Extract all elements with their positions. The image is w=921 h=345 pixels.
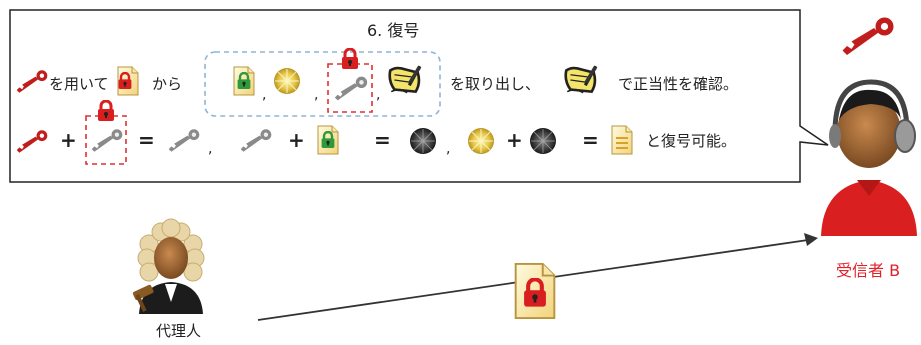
comma: ,: [376, 87, 381, 103]
text-extract: を取り出し、: [450, 75, 541, 93]
box-title: 6. 復号: [367, 21, 420, 40]
comma: ,: [208, 141, 213, 157]
red-lock-icon: [521, 278, 549, 308]
comma: ,: [314, 87, 319, 103]
extracted-items-group: [204, 51, 441, 117]
proxy-avatar: [132, 218, 205, 314]
equals-sign: =: [582, 128, 599, 152]
plus-sign: +: [60, 128, 77, 152]
plus-sign: +: [506, 128, 523, 152]
proxy-label: 代理人: [156, 322, 202, 340]
text-verify: で正当性を確認。: [618, 75, 739, 93]
comma: ,: [262, 87, 267, 103]
equals-sign: =: [374, 128, 391, 152]
plus-sign: +: [288, 128, 305, 152]
text-result: と復号可能。: [646, 132, 737, 150]
receiver-avatar: [821, 79, 917, 236]
red-key-icon: [838, 14, 898, 60]
text-use: を用いて: [49, 75, 109, 93]
equals-sign: =: [138, 128, 155, 152]
text-from: から: [152, 75, 183, 93]
receiver-label: 受信者 B: [836, 261, 901, 280]
comma: ,: [446, 141, 451, 157]
